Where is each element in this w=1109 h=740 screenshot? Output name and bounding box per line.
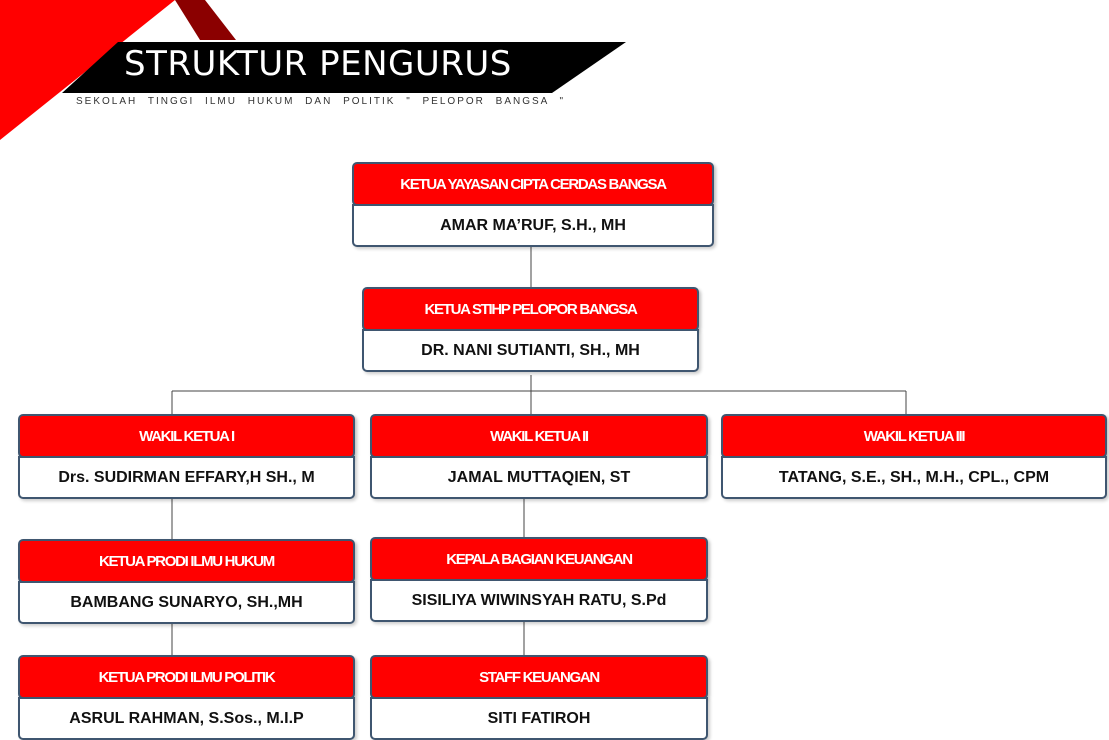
node-role: KEPALA BAGIAN KEUANGAN (370, 537, 708, 581)
node-role: WAKIL KETUA II (370, 414, 708, 458)
node-name: AMAR MA’RUF, S.H., MH (352, 204, 714, 247)
node-name: Drs. SUDIRMAN EFFARY,H SH., M (18, 456, 355, 499)
page-title: STRUKTUR PENGURUS (124, 44, 512, 84)
node-name: SITI FATIROH (370, 697, 708, 740)
node-name: ASRUL RAHMAN, S.Sos., M.I.P (18, 697, 355, 740)
title-banner (62, 42, 626, 93)
node-name: TATANG, S.E., SH., M.H., CPL., CPM (721, 456, 1107, 499)
page-subtitle: SEKOLAH TINGGI ILMU HUKUM DAN POLITIK " … (76, 96, 566, 107)
node-role: STAFF KEUANGAN (370, 655, 708, 699)
node-role: KETUA YAYASAN CIPTA CERDAS BANGSA (352, 162, 714, 206)
dark-red-stripe (175, 0, 236, 40)
node-role: WAKIL KETUA I (18, 414, 355, 458)
node-name: SISILIYA WIWINSYAH RATU, S.Pd (370, 579, 708, 622)
node-role: WAKIL KETUA III (721, 414, 1107, 458)
node-name: JAMAL MUTTAQIEN, ST (370, 456, 708, 499)
header-decoration (0, 0, 626, 140)
node-role: KETUA STIHP PELOPOR BANGSA (362, 287, 699, 331)
node-role: KETUA PRODI ILMU HUKUM (18, 539, 355, 583)
node-name: DR. NANI SUTIANTI, SH., MH (362, 329, 699, 372)
node-name: BAMBANG SUNARYO, SH.,MH (18, 581, 355, 624)
node-role: KETUA PRODI ILMU POLITIK (18, 655, 355, 699)
